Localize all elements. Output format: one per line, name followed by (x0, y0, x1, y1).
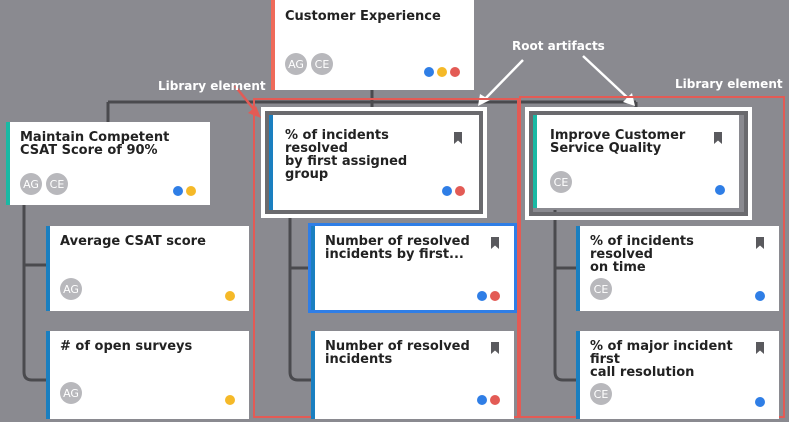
root-artifact-inner-frame-right (529, 111, 748, 216)
card-pct-resolved-on-time[interactable]: % of incidents resolved on time CE (576, 226, 779, 311)
avatar[interactable]: AG (285, 53, 307, 75)
avatar[interactable]: CE (311, 53, 333, 75)
root-artifact-inner-frame-left (265, 111, 483, 214)
avatar[interactable]: CE (550, 171, 572, 193)
avatar[interactable]: CE (590, 278, 612, 300)
avatar[interactable]: AG (60, 278, 82, 300)
root-artifact-frame-left (261, 107, 487, 218)
card-accent (533, 115, 537, 208)
status-dot-blue (715, 185, 725, 195)
card-accent (46, 331, 50, 419)
status-dot-blue (755, 291, 765, 301)
card-avatars: AG (60, 382, 82, 404)
card-average-csat-score[interactable]: Average CSAT score AG (46, 226, 249, 311)
card-avatars: AG CE (285, 53, 333, 75)
status-dot-blue (755, 397, 765, 407)
status-dots (715, 185, 725, 195)
arrow-line-right (582, 55, 631, 101)
card-accent (269, 115, 273, 210)
bookmark-icon[interactable] (711, 131, 725, 145)
status-dot-red (490, 291, 500, 301)
card-open-surveys[interactable]: # of open surveys AG (46, 331, 249, 419)
status-dot-red (455, 186, 465, 196)
connector-pct-first-children (288, 210, 312, 382)
card-pct-major-first-call[interactable]: % of major incident first call resolutio… (576, 331, 779, 419)
status-dot-yellow (437, 67, 447, 77)
status-dots (477, 291, 500, 301)
card-accent (271, 0, 275, 90)
card-title: # of open surveys (60, 339, 193, 354)
card-avatars: CE (590, 278, 612, 300)
status-dot-yellow (225, 395, 235, 405)
annotation-library-element-left: Library element (158, 79, 266, 93)
card-accent (576, 226, 580, 311)
bookmark-icon[interactable] (753, 236, 767, 250)
status-dot-red (490, 395, 500, 405)
card-title: Customer Experience (285, 9, 441, 24)
arrow-head-left (478, 94, 490, 106)
arrow-line-library-left (234, 85, 257, 113)
card-num-resolved-incidents[interactable]: Number of resolved incidents (311, 331, 514, 419)
card-maintain-csat[interactable]: Maintain Competent CSAT Score of 90% AG … (6, 122, 210, 205)
status-dots (442, 186, 465, 196)
card-avatars: AG CE (20, 173, 68, 195)
status-dots (477, 395, 500, 405)
card-title: Maintain Competent CSAT Score of 90% (20, 130, 170, 158)
connector-csat-children (22, 205, 46, 382)
status-dots (225, 291, 235, 301)
card-pct-resolved-first-group[interactable]: % of incidents resolved by first assigne… (269, 115, 479, 210)
avatar[interactable]: AG (60, 382, 82, 404)
status-dot-blue (442, 186, 452, 196)
card-accent (311, 226, 315, 310)
bookmark-icon[interactable] (451, 131, 465, 145)
status-dot-blue (424, 67, 434, 77)
status-dots (173, 186, 196, 196)
card-title: Number of resolved incidents by first... (325, 234, 470, 262)
card-title: Average CSAT score (60, 234, 206, 249)
avatar[interactable]: CE (46, 173, 68, 195)
status-dot-red (450, 67, 460, 77)
arrow-line-left (483, 59, 524, 101)
connector-improve-children (553, 210, 577, 382)
status-dots (755, 397, 765, 407)
status-dots (225, 395, 235, 405)
card-title: % of incidents resolved by first assigne… (285, 128, 408, 182)
card-accent (6, 122, 10, 205)
card-title: Improve Customer Service Quality (550, 128, 686, 156)
bookmark-icon[interactable] (488, 236, 502, 250)
card-accent (46, 226, 50, 311)
card-avatars: AG (60, 278, 82, 300)
status-dots (424, 67, 460, 77)
root-artifact-frame-right (525, 107, 752, 220)
card-title: Number of resolved incidents (325, 339, 470, 367)
avatar[interactable]: CE (590, 383, 612, 405)
card-avatars: CE (550, 171, 572, 193)
selected-card-frame (308, 223, 517, 313)
status-dot-blue (477, 291, 487, 301)
bookmark-icon[interactable] (488, 341, 502, 355)
status-dots (755, 291, 765, 301)
card-title: % of major incident first call resolutio… (590, 339, 733, 380)
status-dot-blue (173, 186, 183, 196)
status-dot-blue (477, 395, 487, 405)
card-customer-experience[interactable]: Customer Experience AG CE (271, 0, 474, 90)
card-improve-customer-service[interactable]: Improve Customer Service Quality CE (533, 115, 739, 208)
card-avatars: CE (590, 383, 612, 405)
annotation-library-element-right: Library element (675, 77, 783, 91)
avatar[interactable]: AG (20, 173, 42, 195)
card-num-resolved-by-first[interactable]: Number of resolved incidents by first... (311, 226, 514, 310)
card-title: % of incidents resolved on time (590, 234, 694, 275)
status-dot-yellow (186, 186, 196, 196)
card-accent (576, 331, 580, 419)
annotation-root-artifacts: Root artifacts (512, 39, 605, 53)
card-accent (311, 331, 315, 419)
bookmark-icon[interactable] (753, 341, 767, 355)
status-dot-yellow (225, 291, 235, 301)
